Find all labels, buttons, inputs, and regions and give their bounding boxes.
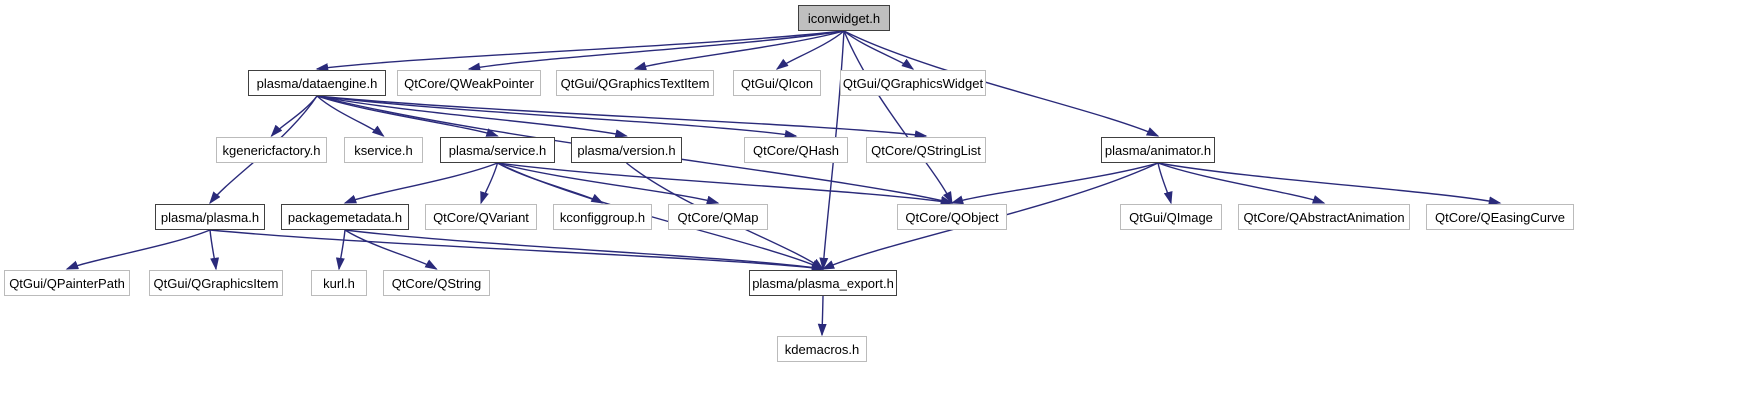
graph-node-qimage[interactable]: QtGui/QImage: [1120, 204, 1222, 230]
graph-node-kgenericfactory[interactable]: kgenericfactory.h: [216, 137, 327, 163]
graph-node-packagemetadata[interactable]: packagemetadata.h: [281, 204, 409, 230]
graph-node-qvariant[interactable]: QtCore/QVariant: [425, 204, 537, 230]
edge-plasma_export-to-kdemacros: [817, 295, 827, 337]
graph-node-service[interactable]: plasma/service.h: [440, 137, 555, 163]
edge-packagemetadata-to-qstring: [344, 229, 438, 270]
graph-node-kconfiggroup[interactable]: kconfiggroup.h: [553, 204, 652, 230]
edge-iconwidget-to-qobject: [843, 30, 953, 205]
edge-plasma-to-qgraphicsitem: [209, 229, 220, 271]
edge-iconwidget-to-qgraphicswidget: [843, 30, 915, 70]
graph-node-qweakpointer[interactable]: QtCore/QWeakPointer: [397, 70, 541, 96]
graph-node-qgraphicswidget[interactable]: QtGui/QGraphicsWidget: [840, 70, 986, 96]
edge-iconwidget-to-dataengine: [315, 30, 845, 72]
graph-node-qicon[interactable]: QtGui/QIcon: [733, 70, 821, 96]
edge-service-to-qobject: [497, 162, 954, 206]
edge-dataengine-to-service: [316, 95, 499, 137]
edge-packagemetadata-to-kurl: [335, 229, 346, 271]
edge-animator-to-qimage: [1157, 162, 1173, 205]
edge-iconwidget-to-qweakpointer: [467, 30, 845, 72]
edge-animator-to-qabstractanimation: [1157, 162, 1326, 204]
edge-dataengine-to-version: [316, 95, 628, 139]
graph-node-qgraphicstextitem[interactable]: QtGui/QGraphicsTextItem: [556, 70, 714, 96]
graph-node-qhash[interactable]: QtCore/QHash: [744, 137, 848, 163]
edge-service-to-packagemetadata: [343, 162, 498, 204]
graph-node-qeasingcurve[interactable]: QtCore/QEasingCurve: [1426, 204, 1574, 230]
graph-node-kurl[interactable]: kurl.h: [311, 270, 367, 296]
graph-node-plasma[interactable]: plasma/plasma.h: [155, 204, 265, 230]
edge-paths: [67, 31, 1500, 335]
graph-node-plasma_export[interactable]: plasma/plasma_export.h: [749, 270, 897, 296]
edge-dataengine-to-kservice: [316, 95, 385, 137]
edge-iconwidget-to-animator: [843, 30, 1160, 137]
edge-iconwidget-to-qgraphicstextitem: [633, 30, 845, 71]
graph-node-kservice[interactable]: kservice.h: [344, 137, 423, 163]
graph-node-animator[interactable]: plasma/animator.h: [1101, 137, 1215, 163]
graph-node-version[interactable]: plasma/version.h: [571, 137, 682, 163]
edge-service-to-qvariant: [480, 162, 499, 205]
edge-iconwidget-to-plasma_export: [819, 30, 845, 271]
edge-animator-to-qeasingcurve: [1157, 162, 1502, 206]
graph-node-kdemacros[interactable]: kdemacros.h: [777, 336, 867, 362]
graph-node-qpainterpath[interactable]: QtGui/QPainterPath: [4, 270, 130, 296]
graph-node-iconwidget[interactable]: iconwidget.h: [798, 5, 890, 31]
graph-node-qobject[interactable]: QtCore/QObject: [897, 204, 1007, 230]
graph-node-qabstractanimation[interactable]: QtCore/QAbstractAnimation: [1238, 204, 1410, 230]
edge-packagemetadata-to-plasma_export: [344, 229, 825, 272]
edge-dataengine-to-qhash: [316, 95, 798, 139]
edge-dataengine-to-qstringlist: [316, 95, 928, 140]
edge-dataengine-to-kgenericfactory: [270, 95, 318, 138]
edge-iconwidget-to-qicon: [775, 30, 845, 70]
graph-node-qstringlist[interactable]: QtCore/QStringList: [866, 137, 986, 163]
graph-node-dataengine[interactable]: plasma/dataengine.h: [248, 70, 386, 96]
edge-plasma-to-qpainterpath: [65, 229, 211, 270]
edge-plasma-to-plasma_export: [209, 229, 825, 273]
graph-node-qgraphicsitem[interactable]: QtGui/QGraphicsItem: [149, 270, 283, 296]
edge-animator-to-qobject: [950, 162, 1159, 205]
graph-node-qstring[interactable]: QtCore/QString: [383, 270, 490, 296]
graph-node-qmap[interactable]: QtCore/QMap: [668, 204, 768, 230]
edge-service-to-qmap: [497, 162, 720, 205]
